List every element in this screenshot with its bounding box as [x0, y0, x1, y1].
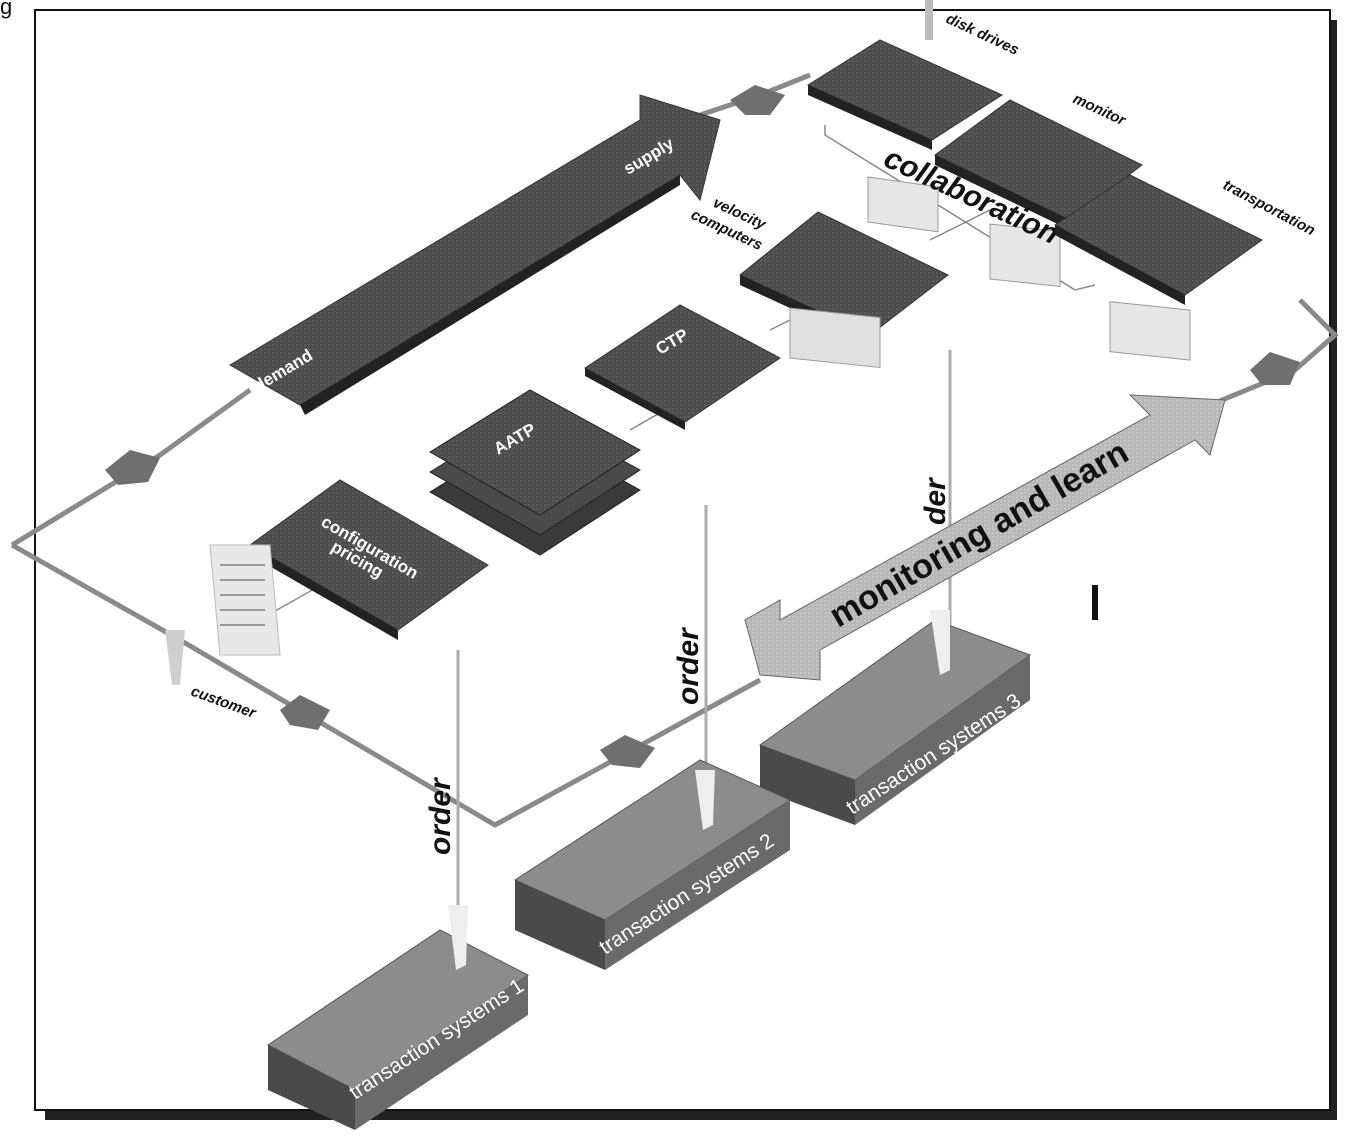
- order-label-2: order: [672, 626, 705, 705]
- caption-fragment: g: [0, 0, 12, 19]
- order-label-1: order: [424, 776, 457, 855]
- order-label-3: der: [919, 476, 952, 525]
- small-mark: [1092, 585, 1098, 620]
